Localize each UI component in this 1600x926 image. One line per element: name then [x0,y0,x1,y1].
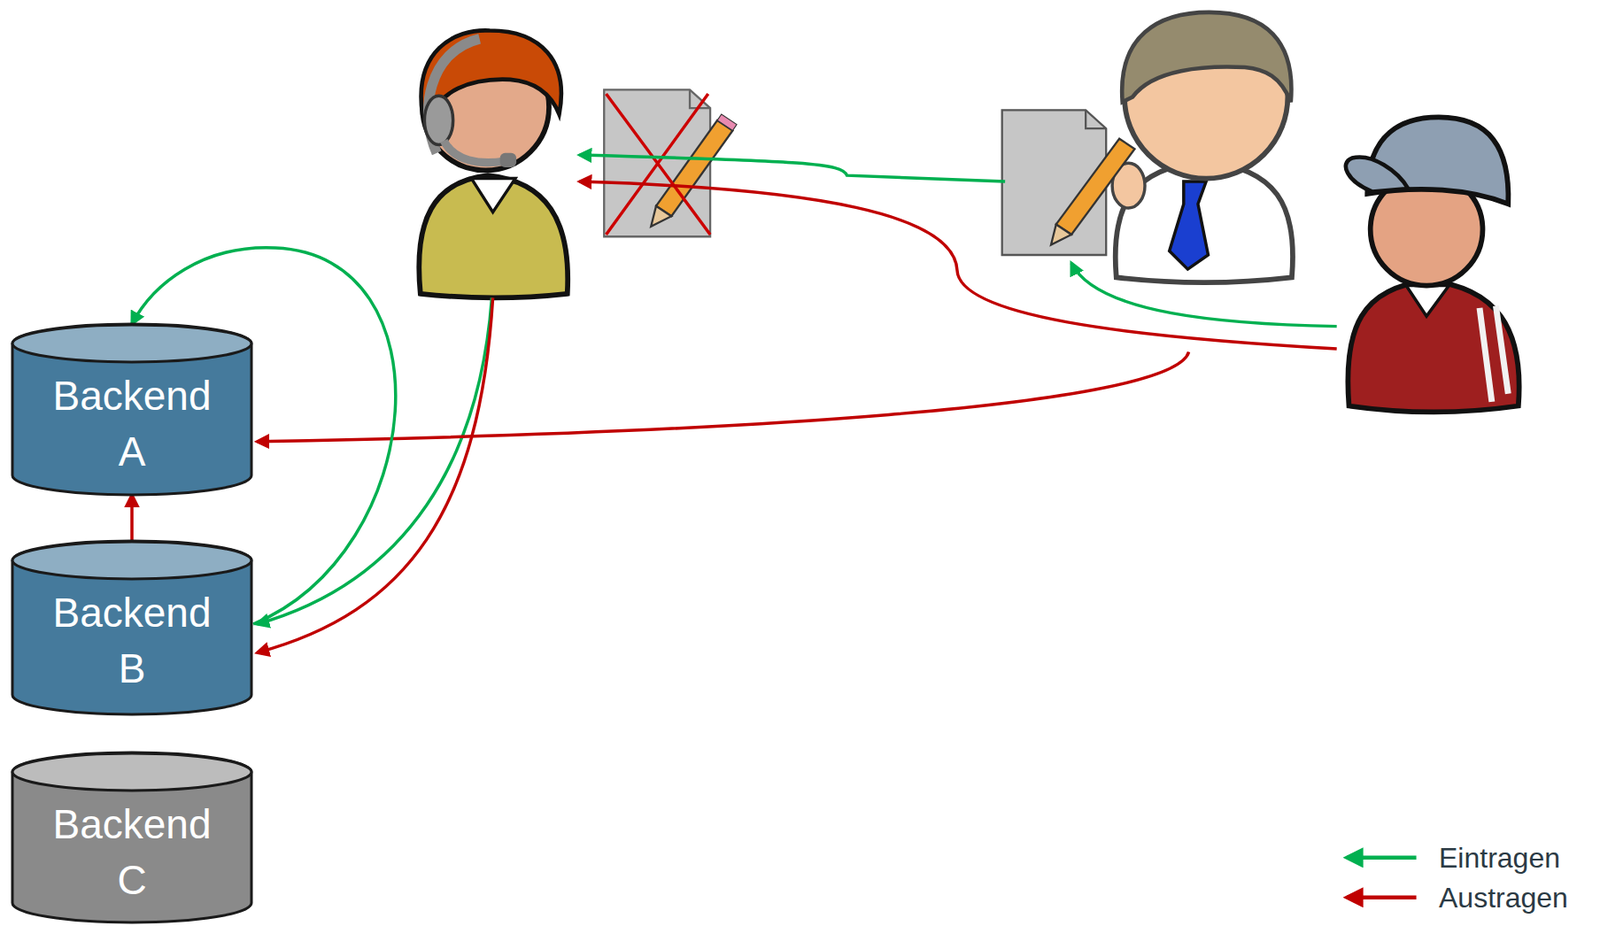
headset-mic-tip [500,153,517,168]
headset-mic [443,140,505,163]
cylinder-top [12,324,252,363]
customer-collar [1406,285,1449,317]
cap-brim [1345,157,1408,193]
cylinder-top [12,753,252,791]
pencil-eraser [717,114,737,131]
flow-arrow [1071,262,1338,326]
cylinder-body [12,752,252,923]
database-cylinder: Backend B [10,541,254,715]
operator-body [418,175,568,298]
operator-figure [418,30,568,298]
node-label: Backend A [47,368,217,480]
legend-sample [1346,895,1416,900]
flow-arrow [579,154,1006,182]
operator-collar [471,178,516,213]
cross-mark [606,93,712,235]
customer-body [1347,280,1519,413]
pencil-body [656,120,733,217]
node-label: Backend B [47,585,217,697]
cylinder-body [12,541,252,715]
headset-earpiece [424,95,453,145]
flow-arrow [256,297,493,653]
clerk-hair [1121,12,1291,102]
legend-label: Eintragen [1438,841,1561,875]
clerk-pencil [1056,139,1136,235]
customer-figure [1345,116,1520,412]
database-cylinder: Backend A [10,324,254,495]
pencil-tip [650,206,672,227]
clerk-pencil-tip [1051,224,1072,245]
legend-label: Austragen [1438,881,1569,915]
flow-arrow [579,181,1338,349]
crossed-form [603,89,737,237]
clerk-form-fold [1085,109,1106,129]
clerk-tie [1169,181,1209,270]
flow-arrow [256,297,492,625]
legend-sample [1346,856,1416,861]
cylinder-body [12,324,252,495]
database-cylinder: Backend C [10,752,254,923]
node-label: Backend C [47,796,217,909]
jacket-stripes [1479,306,1508,402]
cylinder-top [12,541,252,580]
clerk-figure [1002,12,1293,283]
